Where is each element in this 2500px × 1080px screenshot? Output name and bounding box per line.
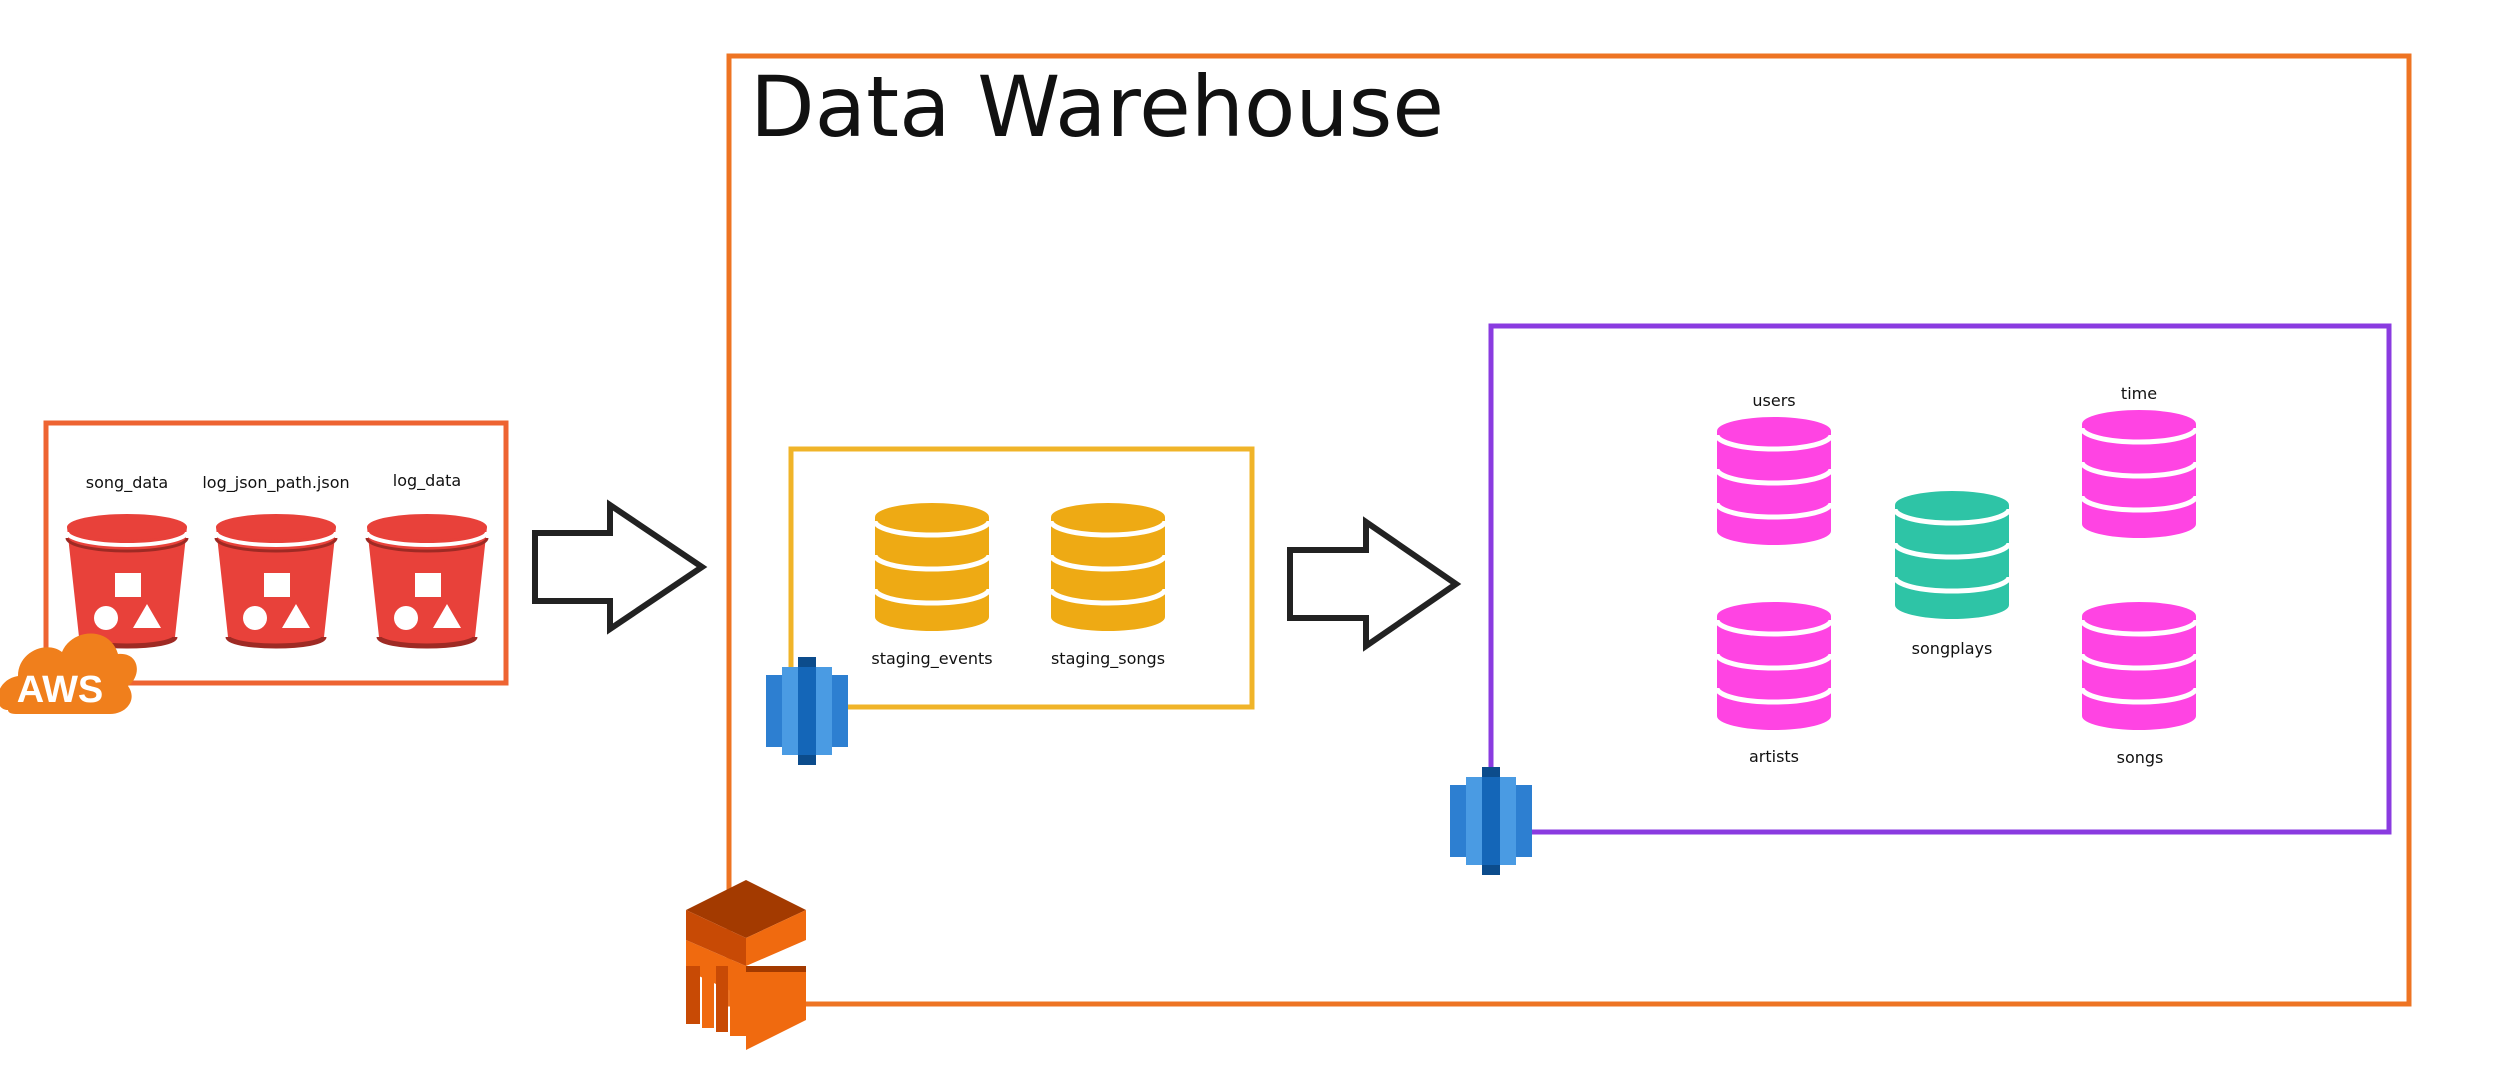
s3-bucket-icon [67, 514, 187, 646]
database-icon [1895, 491, 2009, 619]
s3-source-frame [43, 420, 509, 686]
star-schema-frame [1488, 323, 2392, 835]
aws-cloud-icon: AWS [0, 633, 137, 714]
bucket-label-log-json-path: log_json_path.json [202, 473, 349, 493]
table-label-staging-songs: staging_songs [1051, 649, 1165, 669]
database-icon [1717, 602, 1831, 730]
arrow-staging-to-schema [1287, 516, 1462, 652]
table-label-songs: songs [2117, 748, 2164, 767]
bucket-label-song-data: song_data [86, 473, 168, 493]
database-icon [1717, 417, 1831, 545]
database-icon [875, 503, 989, 631]
aws-cloud-label: AWS [17, 669, 104, 711]
table-label-staging-events: staging_events [871, 649, 992, 669]
redshift-icon [766, 657, 848, 765]
table-label-songplays: songplays [1912, 639, 1993, 658]
table-label-time: time [2121, 384, 2157, 403]
redshift-icon [1450, 767, 1532, 875]
s3-bucket-icon [216, 514, 336, 646]
database-icon [1051, 503, 1165, 631]
database-icon [2082, 410, 2196, 538]
table-label-artists: artists [1749, 747, 1799, 766]
page-title: Data Warehouse [750, 58, 1444, 156]
arrow-s3-to-staging [532, 499, 708, 635]
bucket-label-log-data: log_data [393, 471, 461, 491]
table-label-users: users [1752, 391, 1795, 410]
s3-bucket-icon [367, 514, 487, 646]
database-icon [2082, 602, 2196, 730]
staging-frame [788, 446, 1255, 710]
warehouse-frame [726, 53, 2412, 1007]
emr-icon [686, 880, 806, 1050]
